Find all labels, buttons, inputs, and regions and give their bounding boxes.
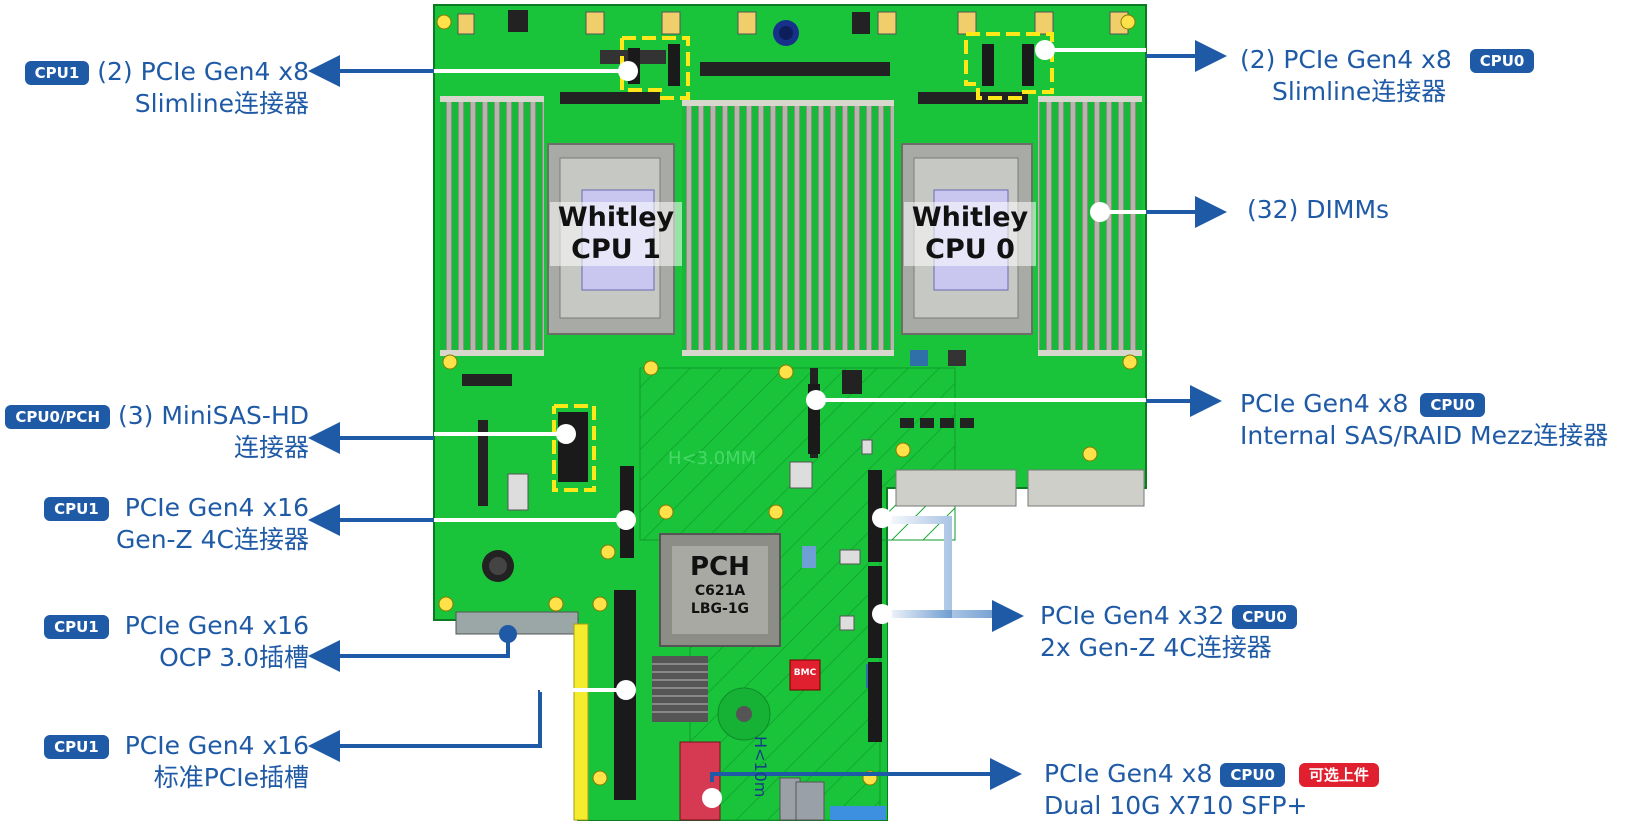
slimline-cpu1-line1: (2) PCIe Gen4 x8 [97, 57, 309, 86]
genz-cpu0-line2: 2x Gen-Z 4C连接器 [1040, 633, 1272, 662]
callout-dots [556, 40, 1110, 808]
minisas-connector [558, 412, 588, 482]
callout-ocp: CPU1 PCIe Gen4 x16 OCP 3.0插槽 [44, 610, 309, 674]
genz-cpu0-line1: PCIe Gen4 x32 [1040, 601, 1225, 630]
dimms-line1: (32) DIMMs [1247, 195, 1390, 224]
cpu1-label-line1: Whitley [557, 202, 675, 233]
cpu0-badge: CPU0 [1220, 763, 1285, 787]
slimline-cpu0-line2: Slimline连接器 [1272, 77, 1447, 106]
slimline-cpu0-b [1022, 44, 1034, 86]
cpu0-label-line2: CPU 0 [925, 234, 1015, 265]
mounting-holes [436, 14, 1138, 786]
cpu1-badge: CPU1 [24, 61, 90, 85]
pch-sku: LBG-1G [690, 601, 750, 617]
slimline-cpu1-b [668, 44, 680, 86]
mezz-line2: Internal SAS/RAID Mezz连接器 [1240, 421, 1609, 450]
bmc-chip [789, 659, 821, 691]
pch-model: C621A [694, 583, 746, 599]
optional-badge: 可选上件 [1298, 763, 1379, 787]
ocp-slot [455, 611, 579, 635]
callout-sfp: PCIe Gen4 x8 CPU0 可选上件 Dual 10G X710 SFP… [1044, 758, 1379, 822]
cpu1-badge: CPU1 [44, 615, 109, 639]
callout-minisas: CPU0/PCH (3) MiniSAS-HD 连接器 [5, 400, 309, 464]
minisas-line1: (3) MiniSAS-HD [117, 401, 309, 430]
cpu0-badge: CPU0 [1420, 393, 1485, 417]
ocp-line1: PCIe Gen4 x16 [124, 611, 309, 640]
minisas-highlight [552, 404, 596, 492]
cpu1-label-line2: CPU 1 [571, 234, 661, 265]
minisas-line2: 连接器 [233, 433, 309, 462]
mezz-connector-a [895, 469, 1017, 507]
cpu0-pch-badge: CPU0/PCH [5, 405, 110, 429]
callout-slimline-cpu0: (2) PCIe Gen4 x8 CPU0 Slimline连接器 [1240, 44, 1535, 108]
sfp-line2: Dual 10G X710 SFP+ [1044, 791, 1308, 820]
ocp-line2: OCP 3.0插槽 [159, 643, 309, 672]
cpu1-badge: CPU1 [44, 735, 109, 759]
cpu0-label-line1: Whitley [911, 202, 1029, 233]
callout-mezz: PCIe Gen4 x8 CPU0 Internal SAS/RAID Mezz… [1240, 388, 1608, 452]
pch-label: PCH C621A LBG-1G [672, 552, 768, 618]
cpu1-label: Whitley CPU 1 [550, 202, 682, 266]
slimline-cpu0-line1: (2) PCIe Gen4 x8 [1240, 45, 1452, 74]
cpu0-badge: CPU0 [1469, 49, 1535, 73]
board-components [462, 350, 974, 741]
height-mark-1: H<3.0MM [668, 448, 757, 469]
callout-genz-cpu0: PCIe Gen4 x32 CPU0 2x Gen-Z 4C连接器 [1040, 600, 1297, 664]
dimm-bank-2 [682, 100, 894, 356]
bmc-label: BMC [793, 668, 817, 678]
cpu0-label: Whitley CPU 0 [904, 202, 1036, 266]
genz-cpu1-line2: Gen-Z 4C连接器 [115, 525, 309, 554]
dimm-bank-1 [440, 96, 544, 356]
pch-title: PCH [690, 552, 750, 582]
cpu1-badge: CPU1 [44, 497, 109, 521]
callout-dimms: (32) DIMMs [1247, 194, 1389, 226]
height-mark-2: H<10m [751, 736, 770, 798]
slimline-cpu1-highlight [620, 36, 690, 100]
callout-pcie-slot: CPU1 PCIe Gen4 x16 标准PCIe插槽 [44, 730, 309, 794]
pcie-slot [573, 623, 589, 821]
pcie-slot-line1: PCIe Gen4 x16 [124, 731, 309, 760]
top-headers [457, 10, 1129, 104]
mezz-connector-b [1027, 469, 1145, 507]
cpu0-badge: CPU0 [1232, 605, 1297, 629]
mezz-line1: PCIe Gen4 x8 [1240, 389, 1409, 418]
callout-slimline-cpu1: CPU1 (2) PCIe Gen4 x8 Slimline连接器 [24, 56, 309, 120]
slimline-cpu1-line2: Slimline连接器 [134, 89, 309, 118]
genz-cpu1-line1: PCIe Gen4 x16 [124, 493, 309, 522]
pcie-slot-line2: 标准PCIe插槽 [153, 763, 309, 792]
sfp-line1: PCIe Gen4 x8 [1044, 759, 1213, 788]
slimline-cpu0-a [982, 44, 994, 86]
dimm-bank-3 [1038, 96, 1142, 356]
callout-genz-cpu1: CPU1 PCIe Gen4 x16 Gen-Z 4C连接器 [44, 492, 309, 556]
